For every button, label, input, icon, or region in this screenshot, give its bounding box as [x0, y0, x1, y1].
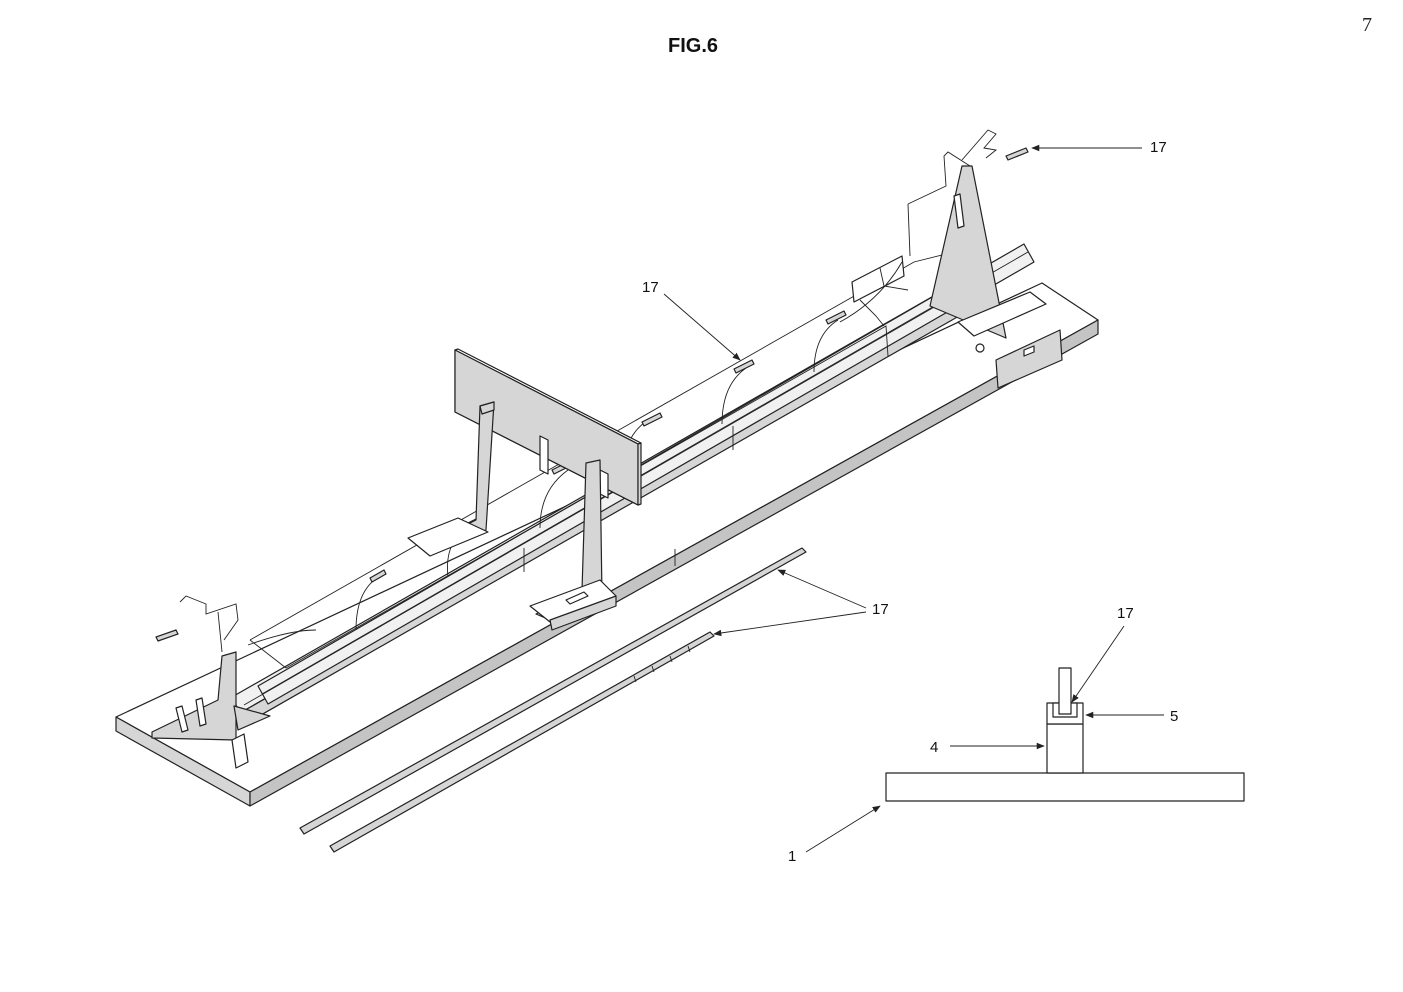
label-strip-top-right: 17 [1150, 139, 1167, 156]
support-center-right [529, 459, 617, 631]
section-base-plate [885, 772, 1245, 802]
stand-left-end [151, 595, 271, 769]
base-plate [115, 282, 1099, 807]
stand-right-end [907, 129, 1063, 389]
label-loose-strips: 17 [872, 601, 889, 618]
isometric-assembly [115, 129, 1099, 853]
label-strip-middle: 17 [642, 279, 659, 296]
label-section-part-5: 5 [1170, 708, 1178, 725]
label-section-base-1: 1 [788, 848, 796, 865]
page-number: 7 [1362, 14, 1372, 36]
figure-title: FIG.6 [668, 35, 719, 57]
label-section-strip: 17 [1117, 605, 1134, 622]
cross-section-detail: 17 5 4 1 [788, 605, 1245, 865]
main-view-callouts: 17 17 17 [642, 139, 1167, 637]
support-center-left [407, 401, 495, 557]
section-rail [1046, 723, 1084, 774]
section-strip [1058, 667, 1072, 715]
label-section-part-4: 4 [930, 739, 938, 756]
